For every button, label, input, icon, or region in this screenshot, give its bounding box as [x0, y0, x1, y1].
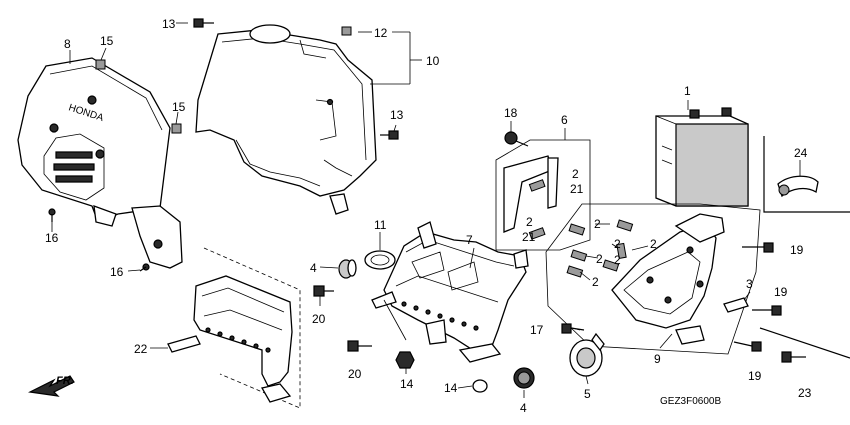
callout-18: 18: [504, 106, 518, 120]
callout-7: 7: [466, 233, 473, 247]
callout-2: 2: [526, 215, 533, 229]
callout-2: 2: [614, 253, 621, 267]
callout-10: 10: [426, 54, 440, 68]
callout-24: 24: [794, 146, 808, 160]
callout-19: 19: [748, 369, 762, 383]
battery-part: [655, 107, 749, 207]
callout-13: 13: [390, 108, 404, 122]
callout-8: 8: [64, 37, 71, 51]
callout-16: 16: [110, 265, 124, 279]
leader-lines: [51, 22, 801, 398]
battery-box-part: [545, 203, 761, 355]
lower-bracket-part: [167, 247, 301, 409]
grommet-part: [338, 259, 535, 389]
callout-23: 23: [798, 386, 812, 400]
callout-12: 12: [374, 26, 388, 40]
callout-4: 4: [520, 401, 527, 415]
callout-2: 2: [592, 275, 599, 289]
callout-15: 15: [172, 100, 186, 114]
callout-20: 20: [348, 367, 362, 381]
horn-part: [569, 332, 605, 377]
bolt-part: [733, 242, 782, 352]
battery-band-part: [763, 136, 850, 213]
nut-part: [395, 351, 488, 393]
callout-15: 15: [100, 34, 114, 48]
callout-2: 2: [594, 217, 601, 231]
callout-labels: 13 8 15 15 16 16 12 10 13 11 7 4 20 20 1…: [45, 17, 812, 415]
callout-21: 21: [522, 230, 536, 244]
callout-11: 11: [374, 218, 387, 232]
callout-1: 1: [684, 84, 691, 98]
main-bracket-part: [371, 221, 529, 363]
bolt-part: [313, 285, 372, 352]
direction-label: FR.: [56, 375, 74, 387]
callout-5: 5: [584, 387, 591, 401]
callout-14: 14: [444, 381, 458, 395]
callout-14: 14: [400, 377, 414, 391]
screw-part: [48, 208, 150, 272]
callout-19: 19: [790, 243, 804, 257]
band-part: [364, 250, 396, 270]
callout-2: 2: [650, 237, 657, 251]
front-cover-part: HONDA: [17, 57, 183, 269]
bolt-part: [759, 327, 850, 363]
callout-3: 3: [746, 277, 753, 291]
callout-21: 21: [570, 182, 584, 196]
callout-16: 16: [45, 231, 59, 245]
callout-2: 2: [614, 237, 621, 251]
callout-20: 20: [312, 312, 326, 326]
callout-13: 13: [162, 17, 176, 31]
callout-17: 17: [530, 323, 544, 337]
callout-2: 2: [572, 167, 579, 181]
clip-part: [95, 59, 182, 134]
bolt-part: [193, 18, 399, 140]
callout-9: 9: [654, 352, 661, 366]
stay-part: [495, 131, 591, 251]
callout-2: 2: [596, 252, 603, 266]
callout-6: 6: [561, 113, 568, 127]
callout-22: 22: [134, 342, 148, 356]
clip-part: [341, 26, 352, 36]
front-direction-arrow: FR.: [28, 375, 75, 397]
diagram-code: GEZ3F0600B: [660, 396, 721, 407]
inner-cover-part: [195, 24, 377, 215]
callout-19: 19: [774, 285, 788, 299]
callout-4: 4: [310, 261, 317, 275]
